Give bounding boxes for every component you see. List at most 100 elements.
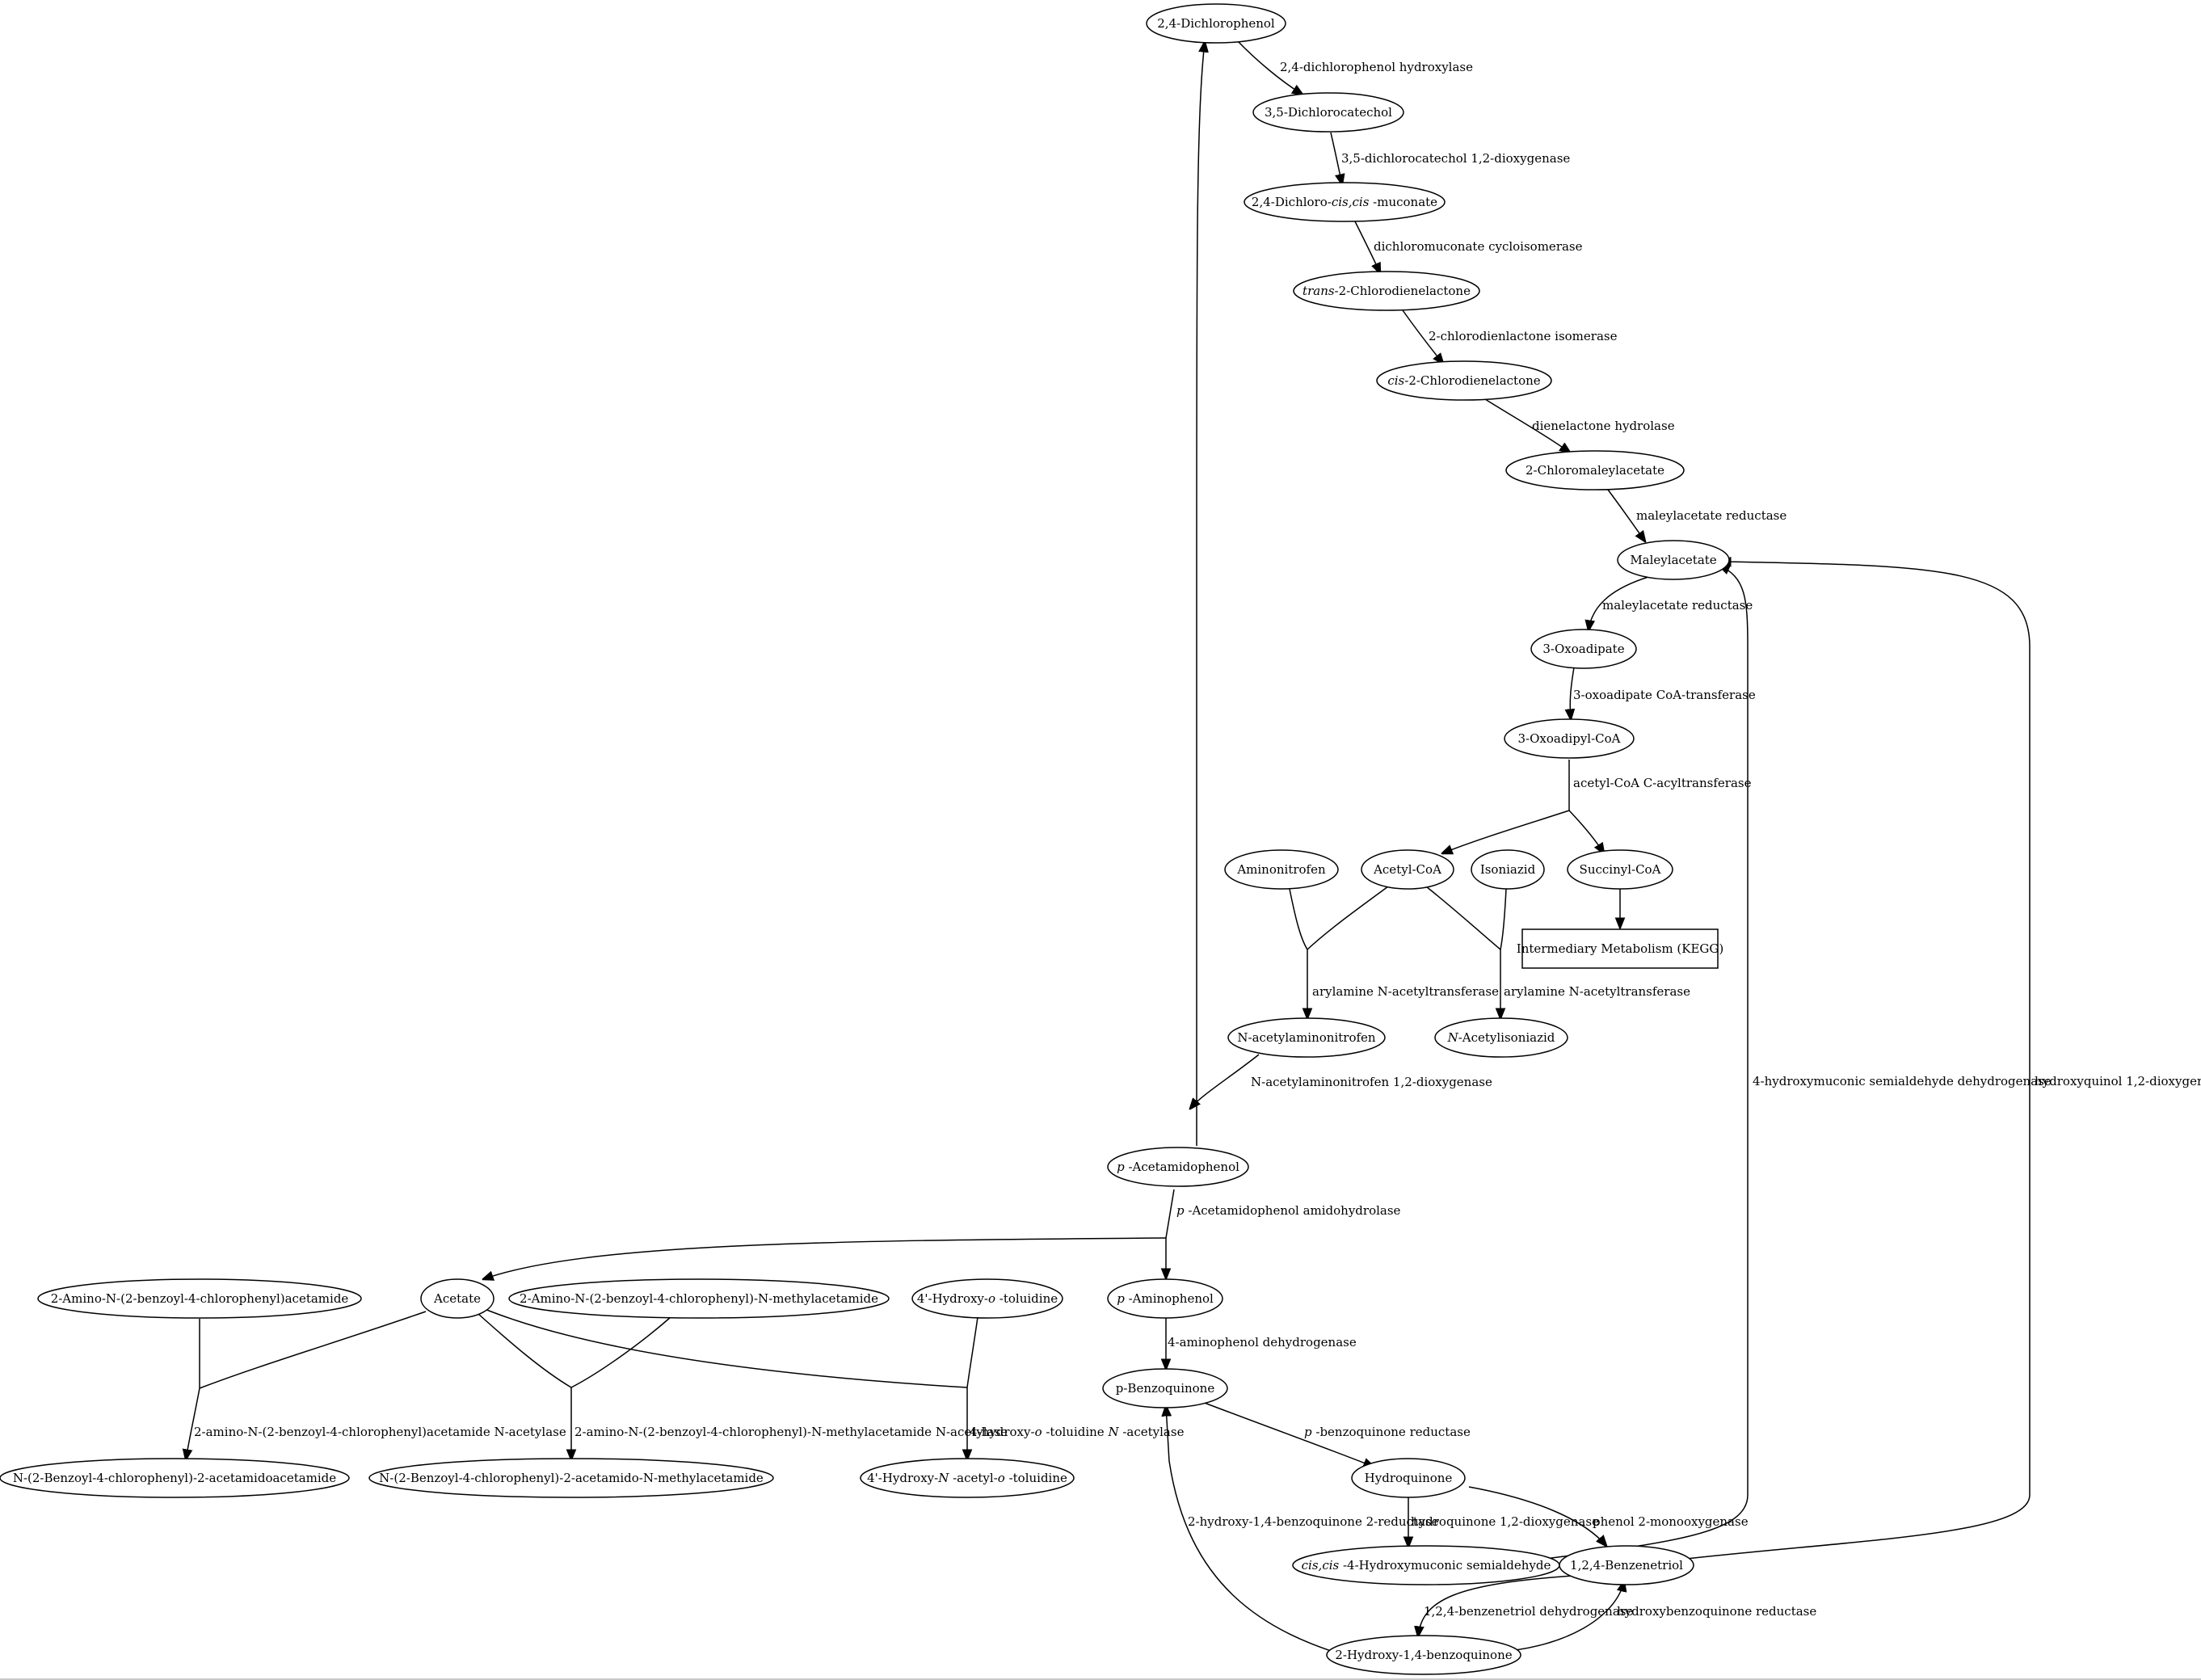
edge-dcp-dcc — [1236, 40, 1303, 95]
node-n-benzoyl-chlorophenyl-acetamidoacetamide[interactable]: N-(2-Benzoyl-4-chlorophenyl)-2-acetamido… — [0, 1458, 350, 1498]
node-3-5-dichlorocatechol[interactable]: 3,5-Dichlorocatechol — [1252, 92, 1404, 133]
node-2-amino-benzoyl-chlorophenyl-methylacetamide[interactable]: 2-Amino-N-(2-benzoyl-4-chlorophenyl)-N-m… — [508, 1278, 890, 1319]
node-n-benzoyl-chlorophenyl-acetamido-methylacetamide[interactable]: N-(2-Benzoyl-4-chlorophenyl)-2-acetamido… — [368, 1458, 774, 1498]
node-2-amino-benzoyl-chlorophenyl-acetamide[interactable]: 2-Amino-N-(2-benzoyl-4-chlorophenyl)acet… — [37, 1278, 362, 1319]
edge-bt-hbq — [1418, 1575, 1575, 1636]
node-cis-2-chlorodienelactone[interactable]: cis-2-Chlorodienelactone — [1376, 360, 1552, 401]
svg-text:3-Oxoadipate: 3-Oxoadipate — [1542, 642, 1624, 656]
node-cis-cis-4-hydroxymuconic-semialdehyde[interactable]: cis,cis -4-Hydroxymuconic semialdehyde — [1292, 1545, 1560, 1585]
edge-label-hot: 4-hydroxy-o -toluidine N -acetylase — [970, 1425, 1185, 1439]
node-acetyl-coa[interactable]: Acetyl-CoA — [1361, 849, 1454, 890]
node-3-oxoadipyl-coa[interactable]: 3-Oxoadipyl-CoA — [1504, 718, 1635, 759]
edge-label-pmo: phenol 2-monooxygenase — [1593, 1514, 1749, 1529]
edge-label-nat2: arylamine N-acetyltransferase — [1504, 984, 1690, 999]
svg-text:2-Chloromaleylacetate: 2-Chloromaleylacetate — [1526, 463, 1664, 478]
svg-text:N-acetylaminonitrofen: N-acetylaminonitrofen — [1237, 1030, 1375, 1045]
node-1-2-4-benzenetriol[interactable]: 1,2,4-Benzenetriol — [1559, 1545, 1694, 1585]
svg-text:N-Acetylisoniazid: N-Acetylisoniazid — [1447, 1030, 1555, 1045]
edge-label-iso: 2-chlorodienlactone isomerase — [1429, 329, 1618, 343]
svg-text:3-Oxoadipyl-CoA: 3-Oxoadipyl-CoA — [1517, 731, 1620, 746]
node-trans-2-chlorodienelactone[interactable]: trans-2-Chlorodienelactone — [1293, 271, 1480, 311]
svg-text:N-(2-Benzoyl-4-chlorophenyl)-2: N-(2-Benzoyl-4-chlorophenyl)-2-acetamido… — [379, 1471, 764, 1485]
edge-ma-oxo — [1589, 576, 1649, 630]
edge-label-ca: 2-amino-N-(2-benzoyl-4-chlorophenyl)acet… — [194, 1425, 566, 1439]
svg-text:Isoniazid: Isoniazid — [1480, 862, 1536, 877]
node-hydroquinone[interactable]: Hydroquinone — [1351, 1458, 1466, 1498]
svg-text:2,4-Dichlorophenol: 2,4-Dichlorophenol — [1157, 16, 1275, 31]
svg-text:cis-2-Chlorodienelactone: cis-2-Chlorodienelactone — [1387, 373, 1540, 388]
svg-text:p -Acetamidophenol: p -Acetamidophenol — [1117, 1160, 1239, 1174]
edge-abcm-join — [570, 1316, 671, 1388]
svg-text:Succinyl-CoA: Succinyl-CoA — [1580, 862, 1661, 877]
edge-pbq-hq — [1202, 1401, 1374, 1467]
node-succinyl-coa[interactable]: Succinyl-CoA — [1567, 849, 1673, 890]
node-isoniazid[interactable]: Isoniazid — [1471, 849, 1545, 890]
edge-label-dcc: 3,5-dichlorocatechol 1,2-dioxygenase — [1341, 151, 1570, 166]
edge-label-coat: 3-oxoadipate CoA-transferase — [1573, 688, 1756, 702]
svg-text:N-(2-Benzoyl-4-chlorophenyl)-2: N-(2-Benzoyl-4-chlorophenyl)-2-acetamido… — [13, 1471, 336, 1485]
node-4-hydroxy-o-toluidine[interactable]: 4'-Hydroxy-o -toluidine — [911, 1278, 1063, 1319]
node-2-4-dichlorophenol[interactable]: 2,4-Dichlorophenol — [1146, 3, 1286, 44]
edge-amino-join — [1289, 888, 1308, 950]
edge-label-hqod: hydroxyquinol 1,2-dioxygenase — [2035, 1074, 2201, 1088]
svg-text:Aminonitrofen: Aminonitrofen — [1236, 862, 1326, 877]
edge-joina-nbca — [186, 1387, 200, 1459]
edge-oxo-oxocoa — [1570, 667, 1574, 719]
edge-acet-join-h — [484, 1308, 968, 1388]
edge-label-btd: 1,2,4-benzenetriol dehydrogenase — [1424, 1604, 1633, 1619]
node-2-chloromaleylacetate[interactable]: 2-Chloromaleylacetate — [1505, 450, 1685, 491]
edge-cma-ma — [1607, 489, 1645, 541]
edge-label-dcp: 2,4-dichlorophenol hydroxylase — [1280, 60, 1473, 74]
node-p-benzoquinone[interactable]: p-Benzoquinone — [1102, 1368, 1228, 1408]
node-n-acetylaminonitrofen[interactable]: N-acetylaminonitrofen — [1227, 1017, 1386, 1058]
node-intermediary-metabolism-kegg[interactable]: Intermediary Metabolism (KEGG) — [1517, 928, 1723, 969]
node-4-hydroxy-n-acetyl-o-toluidine[interactable]: 4'-Hydroxy-N -acetyl-o -toluidine — [860, 1458, 1075, 1498]
node-n-acetylisoniazid[interactable]: N-Acetylisoniazid — [1434, 1017, 1568, 1058]
svg-text:Acetate: Acetate — [433, 1291, 481, 1306]
edge-label-hyd: dienelactone hydrolase — [1532, 419, 1675, 433]
node-aminonitrofen[interactable]: Aminonitrofen — [1224, 849, 1339, 890]
edge-naa-pac — [1190, 1054, 1260, 1109]
node-3-oxoadipate[interactable]: 3-Oxoadipate — [1530, 629, 1637, 669]
svg-text:3,5-Dichlorocatechol: 3,5-Dichlorocatechol — [1265, 105, 1392, 120]
node-2-hydroxy-1-4-benzoquinone[interactable]: 2-Hydroxy-1,4-benzoquinone — [1326, 1635, 1521, 1675]
svg-text:Acetyl-CoA: Acetyl-CoA — [1373, 862, 1441, 877]
node-p-acetamidophenol[interactable]: p -Acetamidophenol — [1107, 1147, 1249, 1187]
edge-label-mar2: maleylacetate reductase — [1602, 598, 1753, 613]
edge-acoa-join1 — [1307, 886, 1389, 950]
svg-text:Maleylacetate: Maleylacetate — [1630, 553, 1716, 567]
svg-text:Intermediary Metabolism (KEGG): Intermediary Metabolism (KEGG) — [1517, 941, 1723, 956]
node-maleylacetate[interactable]: Maleylacetate — [1617, 540, 1730, 580]
svg-text:2-Amino-N-(2-benzoyl-4-chlorop: 2-Amino-N-(2-benzoyl-4-chlorophenyl)acet… — [51, 1291, 349, 1306]
edge-label-pbr: p -benzoquinone reductase — [1304, 1425, 1471, 1439]
edge-tcd-ccd — [1402, 309, 1443, 364]
svg-text:p-Benzoquinone: p-Benzoquinone — [1116, 1381, 1215, 1396]
edge-dcc-dccm — [1330, 132, 1342, 184]
svg-text:p -Aminophenol: p -Aminophenol — [1117, 1291, 1214, 1306]
edge-label-nat1: arylamine N-acetyltransferase — [1312, 984, 1499, 999]
edge-bt-ma — [1678, 562, 2031, 1560]
edge-isz-join2 — [1500, 888, 1507, 950]
svg-text:2-Hydroxy-1,4-benzoquinone: 2-Hydroxy-1,4-benzoquinone — [1335, 1648, 1512, 1662]
edge-labels: 2,4-dichlorophenol hydroxylase 3,5-dichl… — [194, 60, 2201, 1619]
edge-hbq-pbq — [1166, 1406, 1358, 1660]
edge-label-hmsd: 4-hydroxymuconic semialdehyde dehydrogen… — [1753, 1074, 2052, 1088]
svg-text:Hydroquinone: Hydroquinone — [1365, 1471, 1453, 1485]
node-p-aminophenol[interactable]: p -Aminophenol — [1107, 1278, 1223, 1319]
svg-text:trans-2-Chlorodienelactone: trans-2-Chlorodienelactone — [1303, 284, 1471, 298]
nodes: 2,4-Dichlorophenol 3,5-Dichlorocatechol … — [0, 3, 1730, 1675]
svg-text:2-Amino-N-(2-benzoyl-4-chlorop: 2-Amino-N-(2-benzoyl-4-chlorophenyl)-N-m… — [520, 1291, 878, 1306]
edge-split-acet — [483, 1237, 1167, 1279]
edge-label-naad: N-acetylaminonitrofen 1,2-dioxygenase — [1251, 1075, 1492, 1089]
edge-label-hbr: hydroxybenzoquinone reductase — [1617, 1604, 1816, 1619]
node-2-4-dichloro-muconate[interactable]: 2,4-Dichloro-cis,cis -muconate — [1244, 182, 1446, 222]
edge-hms-ma — [1506, 566, 1749, 1564]
edge-label-cyc: dichloromuconate cycloisomerase — [1374, 239, 1583, 254]
edge-pac-split — [1165, 1189, 1175, 1239]
edge-label-acyl: acetyl-CoA C-acyltransferase — [1573, 776, 1752, 790]
node-acetate[interactable]: Acetate — [420, 1278, 494, 1319]
edge-label-apd: 4-aminophenol dehydrogenase — [1168, 1335, 1357, 1349]
svg-text:4'-Hydroxy-N -acetyl-o -toluid: 4'-Hydroxy-N -acetyl-o -toluidine — [867, 1471, 1067, 1485]
edge-split-scoa — [1568, 810, 1604, 853]
